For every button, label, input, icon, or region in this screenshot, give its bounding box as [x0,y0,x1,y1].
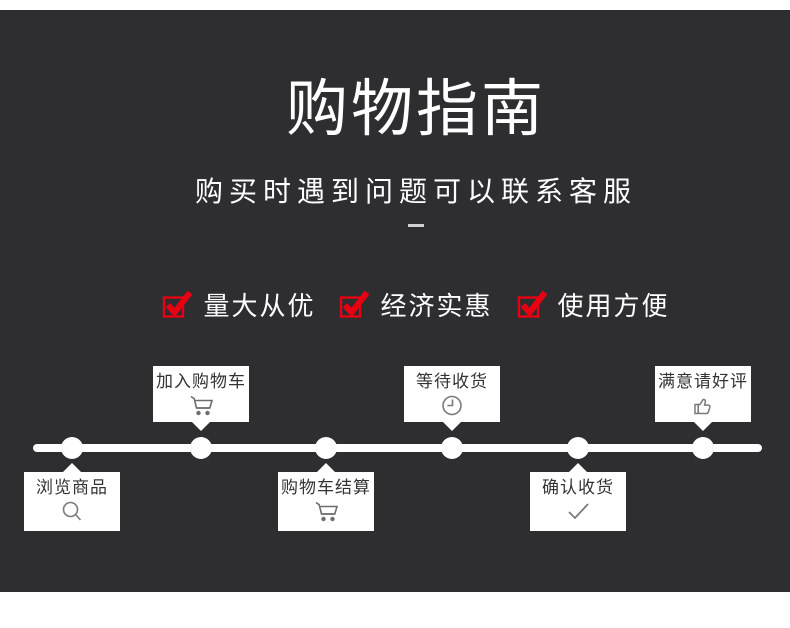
timeline-dot [61,437,83,459]
red-checkbox-icon [162,290,193,319]
step-label: 购物车结算 [281,478,371,497]
page-title: 购物指南 [285,75,546,144]
feature-item: 经济实惠 [339,286,492,323]
timeline-dot [441,437,463,459]
bubble-pointer [63,463,81,472]
step-bubble-checkout: 购物车结算 [278,463,374,531]
thumbs-up-icon [655,394,751,417]
clock-icon [404,394,500,418]
step-label: 等待收货 [416,372,488,391]
feature-label: 经济实惠 [380,291,493,321]
red-checkbox-icon [517,290,548,319]
bubble-pointer [694,422,712,431]
timeline-track [33,444,762,452]
red-checkbox-icon [339,290,370,319]
step-label: 加入购物车 [156,372,246,391]
timeline-dot [190,437,212,459]
step-bubble-add-to-cart: 加入购物车 [153,366,249,431]
timeline-dot [692,437,714,459]
bubble-pointer [443,422,461,431]
cart-icon [153,394,249,417]
feature-label: 量大从优 [203,291,316,321]
step-label: 满意请好评 [658,372,748,391]
dark-panel [0,10,790,592]
step-bubble-browse: 浏览商品 [24,463,120,531]
timeline-dot [315,437,337,459]
check-icon [530,500,626,522]
bubble-pointer [569,463,587,472]
bubble-pointer [317,463,335,472]
feature-list: 量大从优 经济实惠 使用方便 [42,286,790,323]
step-bubble-wait-delivery: 等待收货 [404,366,500,431]
page-subtitle: 购买时遇到问题可以联系客服 [194,176,637,207]
step-label: 确认收货 [542,478,614,497]
magnifier-icon [24,500,120,524]
feature-label: 使用方便 [557,291,670,321]
feature-item: 量大从优 [162,286,315,323]
divider-dash [408,224,424,227]
step-label: 浏览商品 [36,478,108,497]
timeline-dot [567,437,589,459]
step-bubble-good-review: 满意请好评 [655,366,751,431]
step-bubble-confirm-receipt: 确认收货 [530,463,626,531]
feature-item: 使用方便 [517,286,670,323]
cart-icon [278,500,374,523]
bubble-pointer [192,422,210,431]
